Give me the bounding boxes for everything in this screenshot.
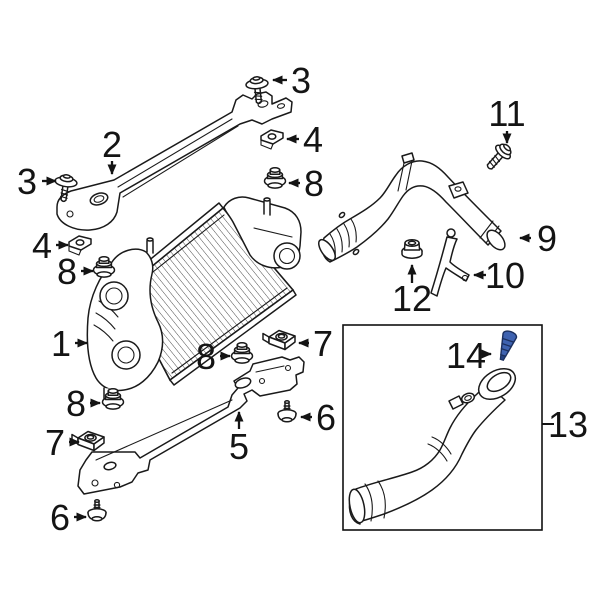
callout-12: 12 [392,264,432,319]
callout-6-left: 6 [50,497,87,538]
push-screw-6-right-art [277,400,297,423]
callout-8-lower-left: 8 [66,383,101,424]
sensor-14-art [499,330,518,362]
grommet-8-mid-art [230,342,254,364]
callout-label: 14 [446,335,486,376]
callout-label: 2 [102,124,122,165]
callout-6-right: 6 [300,397,336,438]
callout-label: 9 [537,218,557,259]
callout-9: 9 [519,218,557,259]
callout-label: 1 [51,323,71,364]
u-nut-7-mid-art [262,329,296,351]
push-screw-6-left-art [87,499,107,522]
intercooler-art [86,196,302,402]
callout-4-right: 4 [286,119,323,160]
callout-2: 2 [102,124,122,175]
callout-10: 10 [473,255,525,296]
lower-bracket-art [77,356,305,495]
callout-3-top: 3 [272,60,311,101]
nut-12-art [401,238,423,259]
callout-5: 5 [229,411,249,467]
callout-8-mid: 8 [196,336,231,377]
callout-label: 4 [32,225,52,266]
clip-4-right-art [260,129,284,150]
upper-bracket-art [56,91,293,231]
callout-label: 8 [304,163,324,204]
callout-label: 3 [17,161,37,202]
callout-label: 5 [229,426,249,467]
lower-hose-art [348,367,517,525]
support-brace-art [430,228,470,297]
callout-label: 8 [196,336,216,377]
upper-hose-art [318,152,506,263]
grommet-8-upper-right-art [263,167,287,189]
callout-label: 6 [50,497,70,538]
bolt-11-art [481,139,516,175]
callout-8-upper-right: 8 [288,163,324,204]
callout-label: 6 [316,397,336,438]
callout-label: 8 [66,383,86,424]
callout-label: 11 [488,93,525,134]
callout-label: 7 [313,323,333,364]
callout-label: 7 [45,422,65,463]
callouts: 3 2 3 4 8 4 8 1 [17,60,588,538]
callout-7-left: 7 [45,422,80,463]
callout-4-left: 4 [32,225,69,266]
callout-11: 11 [488,93,526,144]
callout-1: 1 [51,323,88,364]
callout-14: 14 [446,335,492,376]
callout-label: 12 [392,278,432,319]
callout-3-left: 3 [17,161,57,202]
inset-box [342,324,543,531]
callout-label: 13 [548,404,588,445]
callout-label: 10 [485,255,525,296]
callout-7-mid: 7 [298,323,333,364]
callout-label: 8 [57,251,77,292]
callout-label: 3 [291,60,311,101]
grommet-8-left-art [92,256,116,278]
callout-label: 4 [303,119,323,160]
callout-8-left: 8 [57,251,94,292]
callout-13: 13 [542,404,588,445]
